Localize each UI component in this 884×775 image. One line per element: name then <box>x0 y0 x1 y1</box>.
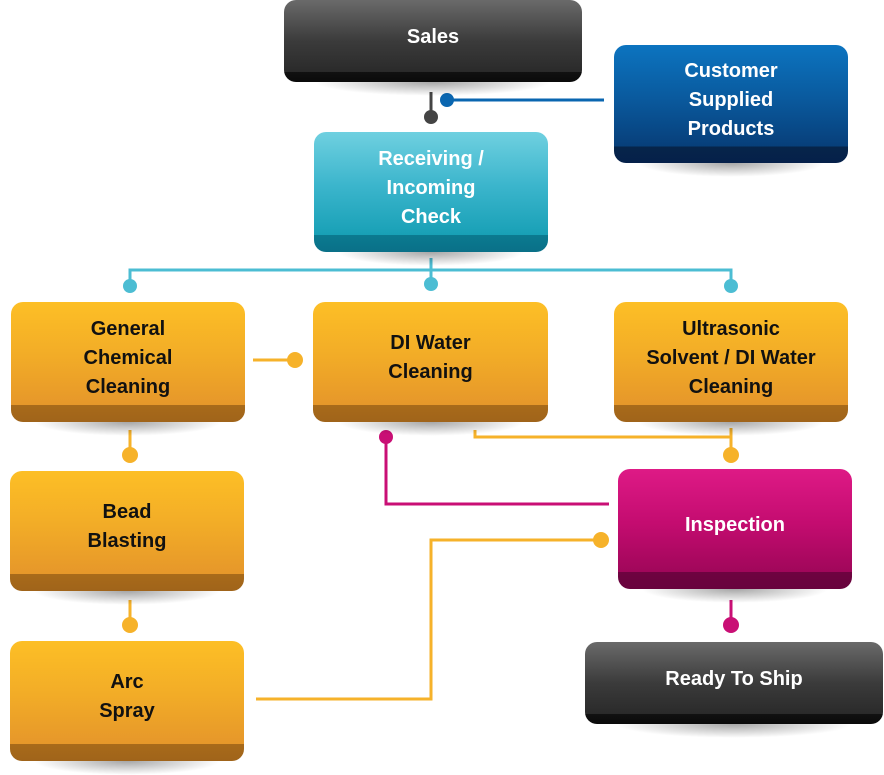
connector-dot <box>424 110 438 124</box>
node-inspection[interactable]: Inspection <box>618 469 852 603</box>
connector-dot <box>424 277 438 291</box>
connector-dot <box>287 352 303 368</box>
connector-dot <box>379 430 393 444</box>
node-label: DI Water Cleaning <box>388 332 473 383</box>
connector-dot <box>122 617 138 633</box>
node-label: Customer Supplied Products <box>684 59 778 140</box>
node-ultrasonic-cleaning[interactable]: Ultrasonic Solvent / DI Water Cleaning <box>614 302 848 436</box>
edge-inspection-di <box>379 430 609 506</box>
edge-inspection-ready <box>723 600 739 633</box>
node-label: Bead Blasting <box>87 501 167 552</box>
node-ready-to-ship[interactable]: Ready To Ship <box>585 642 883 738</box>
connector-dot <box>123 279 137 293</box>
connector-dot <box>724 279 738 293</box>
node-receiving-incoming-check[interactable]: Receiving / Incoming Check <box>314 132 548 266</box>
node-general-chemical-cleaning[interactable]: General Chemical Cleaning <box>11 302 245 436</box>
node-label: Receiving / Incoming Check <box>378 147 484 228</box>
connector-dot <box>593 532 609 548</box>
node-bead-blasting[interactable]: Bead Blasting <box>10 471 244 605</box>
node-di-water-cleaning[interactable]: DI Water Cleaning <box>313 302 548 436</box>
connector-dot <box>440 93 454 107</box>
node-label: Ultrasonic Solvent / DI Water Cleaning <box>646 317 816 398</box>
edge-sales-receiving <box>424 92 438 124</box>
node-label: Arc Spray <box>99 671 155 722</box>
node-sales[interactable]: Sales <box>284 0 582 96</box>
edge-general-di <box>253 352 303 368</box>
edge-arc-inspection <box>256 532 609 701</box>
node-customer-supplied-products[interactable]: Customer Supplied Products <box>614 45 848 177</box>
node-label: Inspection <box>684 513 785 536</box>
node-label: Ready To Ship <box>665 667 803 690</box>
edge-bead-arc <box>122 600 138 633</box>
edge-customer-receiving <box>440 93 604 107</box>
edge-cleaning-inspection <box>473 428 739 463</box>
node-label: Sales <box>406 25 460 48</box>
node-label: General Chemical Cleaning <box>83 317 173 398</box>
connector-dot <box>723 447 739 463</box>
node-arc-spray[interactable]: Arc Spray <box>10 641 244 775</box>
edge-general-bead <box>122 430 138 463</box>
connector-dot <box>122 447 138 463</box>
connector-dot <box>723 617 739 633</box>
